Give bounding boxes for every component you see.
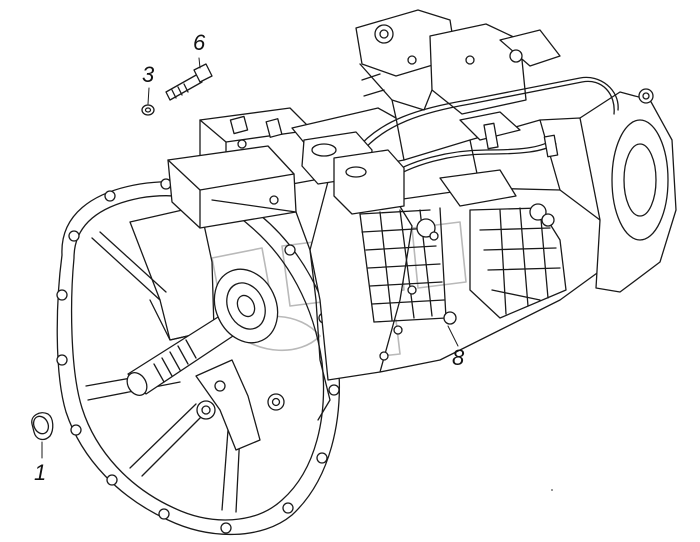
washer-part-3 [141,104,155,116]
callout-number-1: 1 [34,460,47,485]
seal-ring-part-1 [31,412,54,441]
callout-number-3: 3 [142,62,155,87]
leader-line-6 [198,57,201,69]
callout-number-8: 8 [452,345,465,370]
release-fork [195,359,285,451]
input-shaft [126,268,279,396]
leader-line-8 [447,325,459,347]
bolt-part-6 [165,63,213,101]
callout-number-6: 6 [193,30,206,55]
gearbox-case [167,9,677,421]
leader-line-3 [147,87,150,105]
speck [551,489,553,491]
